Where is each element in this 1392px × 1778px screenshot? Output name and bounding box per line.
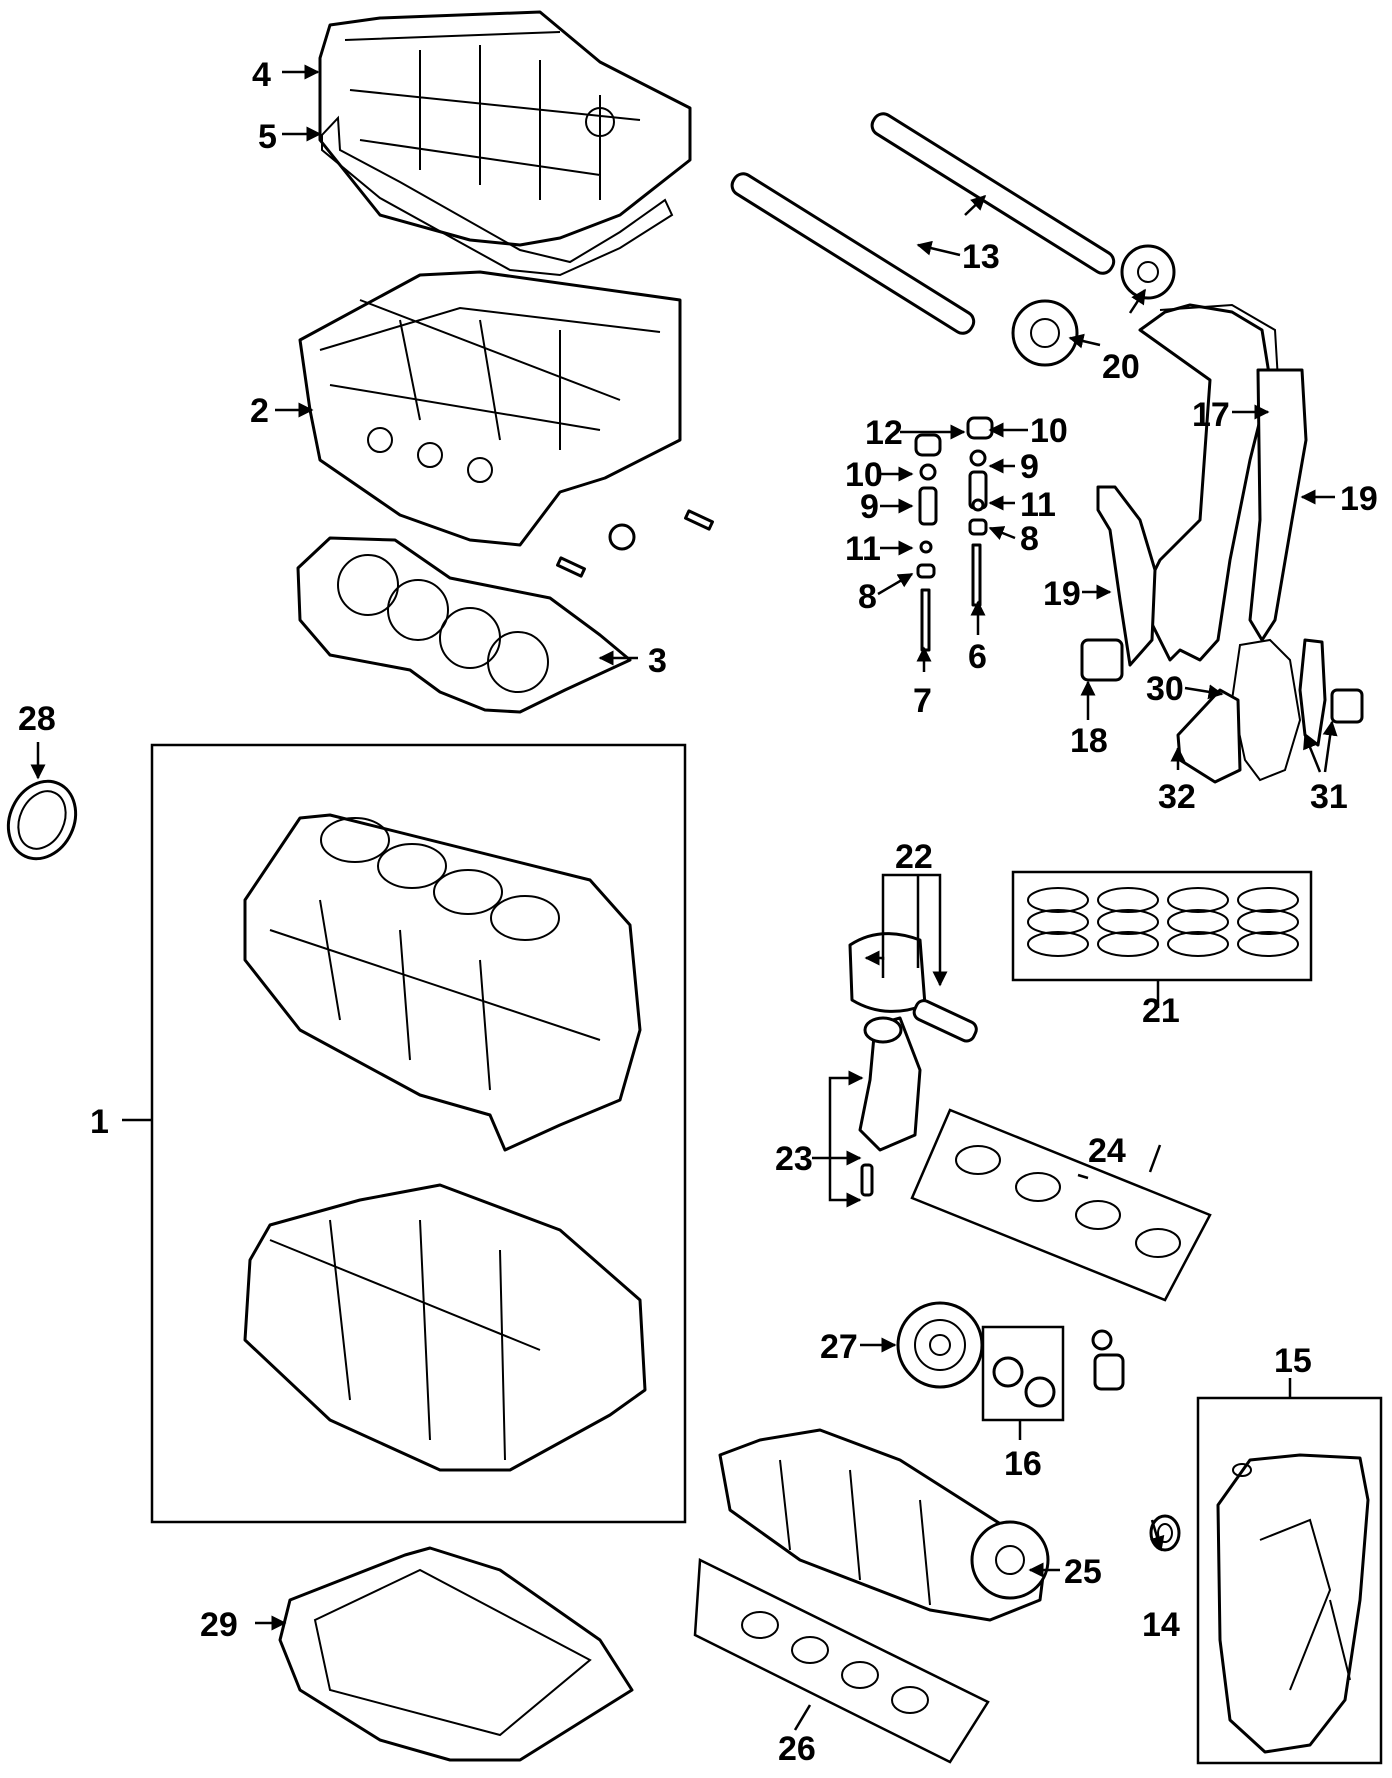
crankshaft-bearings-frame — [693, 1558, 990, 1764]
callout-12: 12 — [865, 414, 903, 452]
callout-19a-label: 19 — [1043, 575, 1081, 613]
callout-22: 22 — [895, 838, 933, 876]
callout-25: 25 — [1064, 1553, 1102, 1591]
callout-labels: 4 5 2 3 28 1 29 13 20 12 10 10 9 9 11 11… — [18, 56, 1378, 1768]
callout-13: 13 — [962, 238, 1000, 276]
head-gasket-part — [296, 536, 632, 714]
rear-seal-part — [6, 779, 78, 861]
callout-11b: 11 — [1020, 486, 1056, 524]
callout-4: 4 — [252, 56, 271, 94]
valve-cover-part — [318, 10, 692, 247]
callout-5: 5 — [258, 118, 277, 156]
callout-leaders — [30, 64, 1338, 1731]
chain-guide-part — [1096, 368, 1308, 667]
oil-pan-part — [278, 1546, 634, 1762]
callout-21-label: 21 — [1142, 992, 1180, 1030]
cylinder-block-part — [243, 813, 642, 1152]
callout-10a: 10 — [845, 456, 883, 494]
callout-14: 14 — [1142, 1606, 1180, 1644]
crankshaft-part — [718, 1428, 1050, 1622]
lower-crankcase-part — [243, 1183, 647, 1472]
callout-1: 1 — [90, 1103, 109, 1141]
callout-8b: 8 — [1020, 520, 1039, 558]
callout-30: 30 — [1146, 670, 1184, 708]
piston-rings-part — [1027, 887, 1299, 957]
callout-23: 23 — [775, 1140, 813, 1178]
callout-31: 31 — [1310, 778, 1348, 816]
valve-cover-gasket-part — [321, 115, 674, 277]
main-bearings-frame — [910, 1108, 1212, 1302]
callout-15: 15 — [1274, 1342, 1312, 1380]
callout-28: 28 — [18, 700, 56, 738]
engine-block-kit-frame — [150, 743, 687, 1524]
oil-pump-chain-part — [1176, 638, 1364, 784]
callout-6-label: 6 — [968, 638, 987, 676]
callout-19b: 19 — [1340, 480, 1378, 518]
callout-17: 17 — [1192, 396, 1230, 434]
bushing-part — [1091, 1329, 1125, 1391]
callout-10b: 10 — [1030, 412, 1068, 450]
callout-18: 18 — [1070, 722, 1108, 760]
timing-chain-part — [1138, 303, 1279, 662]
callout-9b: 9 — [1020, 448, 1039, 486]
connecting-rod-part — [858, 1016, 922, 1197]
callout-3: 3 — [648, 642, 667, 680]
callout-2: 2 — [250, 392, 269, 430]
crankshaft-pulley-part — [896, 1301, 984, 1389]
callout-27: 27 — [820, 1328, 858, 1366]
callout-32: 32 — [1158, 778, 1196, 816]
callout-8a: 8 — [858, 578, 877, 616]
piston-rings-frame — [1011, 870, 1313, 982]
camshaft-gear-part — [1011, 244, 1176, 367]
crankshaft-sprocket-part — [992, 1356, 1056, 1408]
cylinder-head-part — [298, 270, 714, 578]
callout-26: 26 — [778, 1730, 816, 1768]
piston-part — [848, 932, 978, 1043]
chain-tensioner-part — [1080, 638, 1124, 682]
callout-24: 24 — [1088, 1132, 1126, 1170]
valve-train-parts — [914, 416, 994, 652]
callout-16: 16 — [1004, 1445, 1042, 1483]
sprockets-frame — [981, 1325, 1065, 1422]
camshaft-part — [730, 112, 1116, 335]
callout-20: 20 — [1102, 348, 1140, 386]
callout-7-label: 7 — [913, 682, 932, 720]
callout-9a: 9 — [860, 488, 879, 526]
callout-11a: 11 — [845, 530, 881, 568]
callout-29: 29 — [200, 1606, 238, 1644]
timing-cover-part — [1216, 1453, 1370, 1754]
